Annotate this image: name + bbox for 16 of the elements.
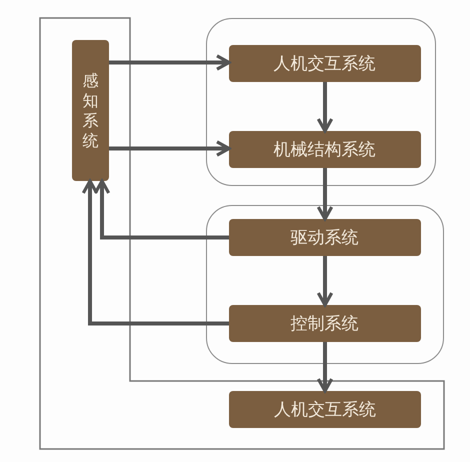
arrow — [82, 179, 229, 326]
arrow — [316, 342, 334, 393]
group-frame — [206, 205, 444, 364]
arrow — [109, 140, 231, 157]
arrow — [94, 179, 229, 240]
system-box: 驱动系统 — [228, 218, 420, 256]
system-box: 机械结构系统 — [228, 130, 420, 168]
arrow — [109, 54, 231, 71]
arrow — [316, 168, 334, 221]
system-box: 感知系统 — [72, 40, 109, 181]
system-box: 控制系统 — [228, 304, 420, 342]
system-box: 人机交互系统 — [229, 391, 421, 428]
group-frame — [206, 18, 436, 186]
system-box: 人机交互系统 — [228, 44, 420, 82]
arrow — [316, 82, 334, 133]
arrow — [316, 256, 334, 307]
